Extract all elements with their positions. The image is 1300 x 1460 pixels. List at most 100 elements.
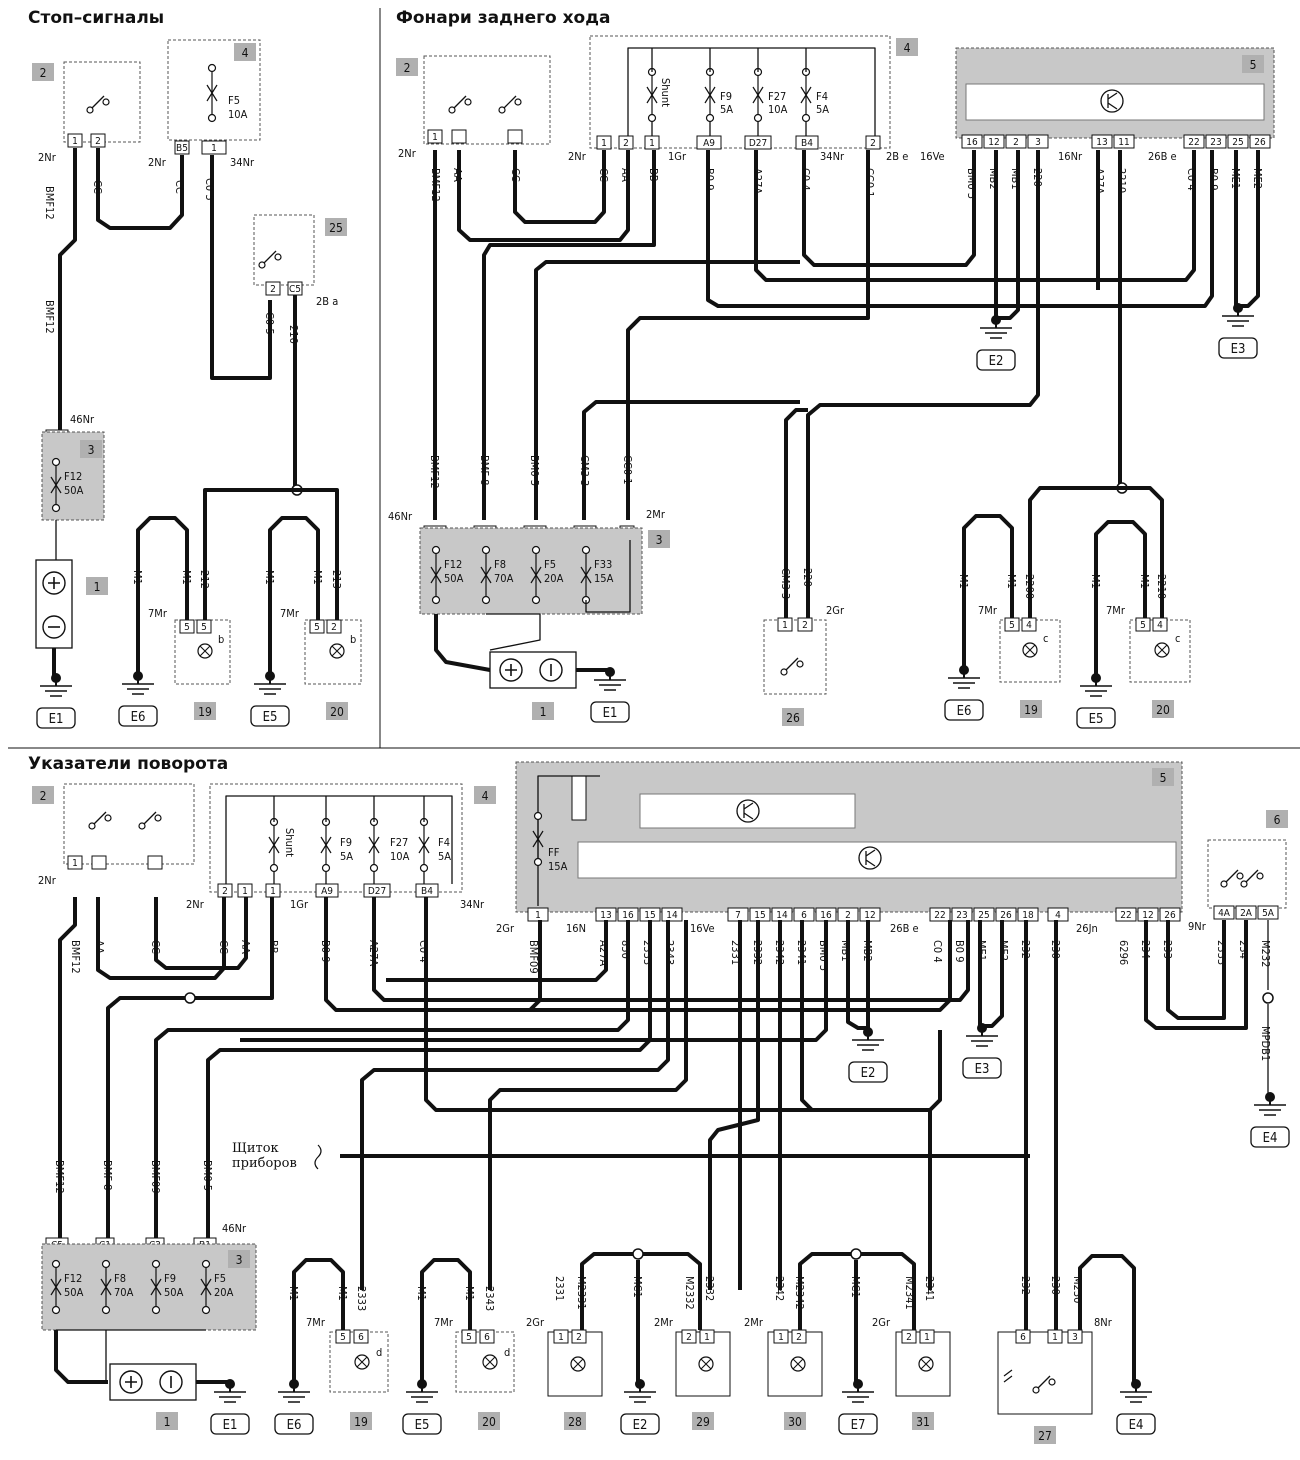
fuse-terminal <box>269 863 279 873</box>
fuse-rating: 5A <box>340 850 353 863</box>
pin-label: 16 <box>966 137 978 148</box>
wire-cc-stop <box>96 148 184 230</box>
connector-label: 7Mr <box>1106 604 1126 617</box>
ground-label: E3 <box>975 1062 990 1077</box>
transistor-icon <box>736 799 760 823</box>
wire-me2-turn <box>980 920 1004 1028</box>
fuse-terminal <box>801 113 811 123</box>
component-number: 3 <box>88 443 95 457</box>
switch-contact <box>780 668 788 676</box>
pin-label: 2A <box>1240 908 1253 919</box>
wire-label: 2333 <box>355 1286 368 1311</box>
pin-label: A9 <box>321 886 333 897</box>
fuse-terminal <box>531 545 541 555</box>
wire-aa-turn <box>96 897 226 980</box>
component-badge <box>1242 55 1264 73</box>
wire-bat-rev <box>434 614 491 672</box>
component-number: 3 <box>656 533 663 547</box>
connector-pin <box>901 1329 917 1344</box>
component-badge <box>1152 700 1174 718</box>
fuse-rating: 20A <box>214 1286 234 1299</box>
stop-switch-25 <box>253 214 315 286</box>
fuse-turn-2 <box>368 836 380 854</box>
wire-bat-turn <box>54 1330 108 1384</box>
pin-label: A9 <box>703 138 715 149</box>
wire-label: MC1 <box>631 1276 644 1298</box>
wire-a27a-turn <box>386 920 608 982</box>
wire-label: 2341 <box>923 1276 936 1301</box>
connector-pin <box>681 1329 697 1344</box>
pin-label: 5 <box>340 1332 346 1343</box>
lamp-cross <box>1024 644 1036 656</box>
wire-label: CM3 3 <box>779 568 792 599</box>
connector-pin <box>1135 617 1151 632</box>
fuse-rating: 15A <box>548 860 568 873</box>
ground-tag <box>250 705 290 727</box>
connector-label: 2Mr <box>654 1316 674 1329</box>
plus-sign <box>125 1376 137 1388</box>
connector-pin <box>571 1329 587 1344</box>
ground-tag <box>944 699 984 721</box>
connector-label: 2Gr <box>872 1316 891 1329</box>
fuse-terminal <box>51 503 61 513</box>
fuse-rating: 50A <box>164 1286 184 1299</box>
wire-label: C0 4 <box>931 940 944 963</box>
component-badge <box>32 786 54 804</box>
component-badge <box>1020 700 1042 718</box>
wire-label: M1 <box>336 1286 349 1301</box>
ground-label: E2 <box>989 354 1004 369</box>
instrument-panel-note: Щиток приборов <box>232 1141 297 1171</box>
ground-label: E3 <box>1231 342 1246 357</box>
wire-label: M232 <box>1259 940 1272 967</box>
component-number: 1 <box>540 705 547 719</box>
wire-233 <box>1166 920 1226 1020</box>
fuse-rating: 70A <box>494 572 514 585</box>
pin-label: 18 <box>1022 910 1034 921</box>
component-number: 19 <box>354 1415 368 1429</box>
connector-pin <box>618 135 634 150</box>
connector-label: 26B e <box>1148 150 1177 163</box>
connector-pin <box>507 129 523 144</box>
fuse-terminal <box>207 113 217 123</box>
connector-pin <box>1113 134 1135 149</box>
connector-label: 1Gr <box>290 898 309 911</box>
pin-label: 23 <box>1210 137 1221 148</box>
wire-label: BMF12 <box>43 186 56 220</box>
connector-label: 16Ve <box>920 150 945 163</box>
fuse-name: F27 <box>390 836 408 849</box>
component-number: 6 <box>1274 813 1281 827</box>
connector-pin <box>995 907 1017 922</box>
connector-label: 34Nr <box>820 150 845 163</box>
ground-tag <box>1116 1413 1156 1435</box>
component-badge <box>692 1412 714 1430</box>
component-badge <box>532 702 554 720</box>
wire-label: CC <box>173 180 186 194</box>
component-badge <box>564 1412 586 1430</box>
connector-pin <box>644 135 660 150</box>
pin-label: 12 <box>1142 910 1153 921</box>
connector-pin <box>553 1329 569 1344</box>
wire-234 <box>1144 920 1248 1030</box>
ground-tag <box>274 1413 314 1435</box>
fuse-terminal <box>51 1305 61 1315</box>
lamp-cross <box>356 1356 368 1368</box>
hazard-switch-icon <box>1245 869 1259 883</box>
connector-pin <box>363 883 391 898</box>
connector-pin <box>1249 134 1271 149</box>
fuse-name: F5 <box>544 558 556 571</box>
pin-label: 1 <box>72 858 78 869</box>
connector-pin <box>1027 134 1049 149</box>
fuse-name: F27 <box>768 90 786 103</box>
switch-contact <box>1240 880 1248 888</box>
connector-pin <box>1021 617 1037 632</box>
pin-label: 4 <box>1157 620 1163 631</box>
fuse-rating: 50A <box>64 1286 84 1299</box>
pin-label: 1 <box>649 138 655 149</box>
pin-label: 1 <box>778 1332 784 1343</box>
wire-2332 <box>708 920 760 1290</box>
fuse-terminal <box>101 1305 111 1315</box>
connector-pin <box>179 619 195 634</box>
connector-label: 26Jn <box>1076 922 1098 935</box>
ground-label: E5 <box>1089 712 1104 727</box>
fuse-terminal <box>581 545 591 555</box>
